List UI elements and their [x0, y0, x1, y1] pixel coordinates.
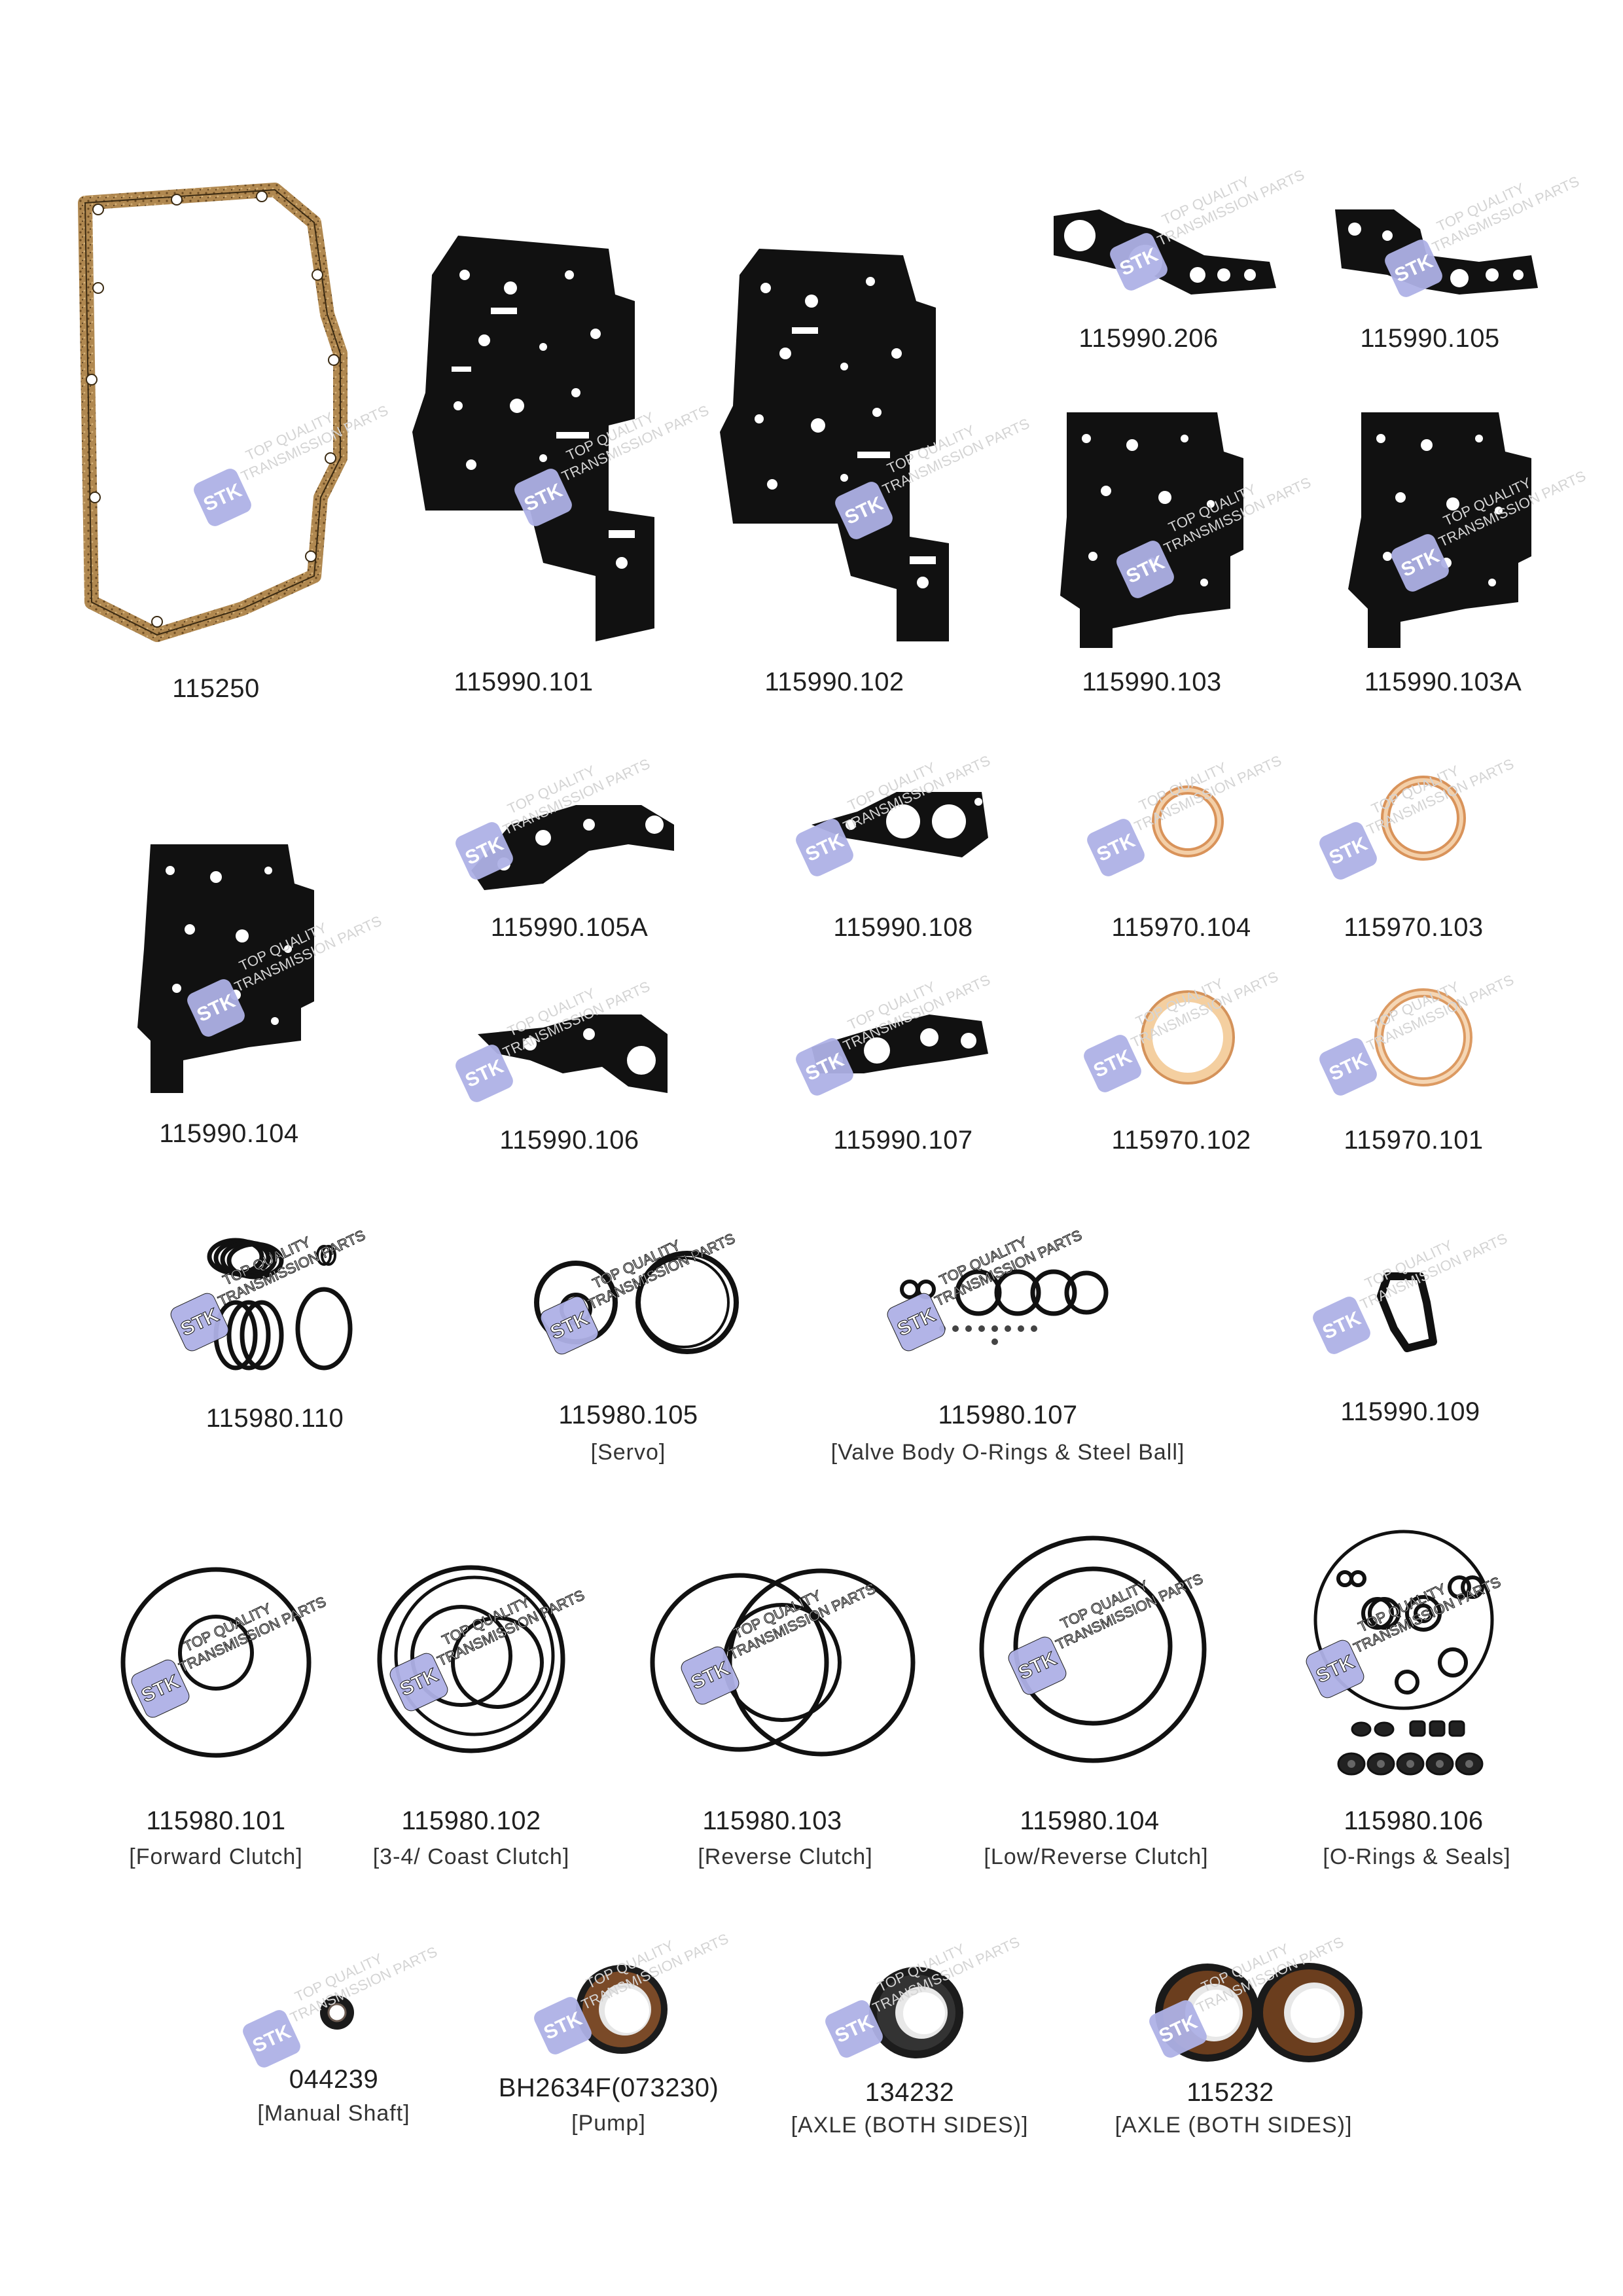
part-number: 115990.109	[1340, 1397, 1480, 1426]
part-description: [Reverse Clutch]	[698, 1844, 873, 1869]
part-description: [Pump]	[571, 2111, 646, 2136]
part-115990-102-plate-image	[720, 249, 1032, 641]
part-115980-102-coast-clutch-seals-image	[376, 1564, 588, 1754]
part-number: BH2634F(073230)	[498, 2073, 719, 2102]
part-number: 115980.101	[146, 1806, 286, 1835]
part-115250-gasket-image	[78, 183, 391, 642]
part-number: 115232	[1186, 2078, 1274, 2107]
part-number: 115990.105	[1360, 324, 1500, 353]
part-bh2634f-pump-seal-image	[530, 1930, 731, 2068]
part-134232-axle-seal-image	[818, 1933, 1022, 2075]
part-115980-106-orings-seals-image	[1303, 1525, 1505, 1793]
part-115990-108-gasket-image	[793, 752, 995, 879]
part-115990-106-gasket-image	[453, 978, 674, 1106]
part-115990-206-gasket-image	[1047, 166, 1307, 301]
part-description: [Servo]	[590, 1440, 666, 1465]
part-number: 115990.104	[159, 1119, 299, 1148]
part-115990-101-plate-image	[412, 236, 711, 641]
part-044239-manual-shaft-seal-image	[240, 1943, 440, 2070]
part-number: 115990.106	[499, 1126, 639, 1155]
part-number: 044239	[289, 2065, 379, 2094]
part-number: 115980.103	[702, 1806, 842, 1835]
part-number: 115980.107	[938, 1401, 1078, 1429]
part-number: 115990.107	[833, 1126, 973, 1155]
part-description: [AXLE (BOTH SIDES)]	[1115, 2113, 1353, 2138]
part-number: 115980.110	[205, 1404, 344, 1433]
part-number: 115980.106	[1344, 1806, 1484, 1835]
part-number: 115990.103A	[1364, 668, 1522, 696]
part-description: [AXLE (BOTH SIDES)]	[791, 2113, 1029, 2138]
part-number: 115250	[172, 674, 260, 703]
part-number: 115990.108	[833, 913, 973, 942]
part-115970-104-washer-image	[1084, 752, 1284, 879]
part-number: 115980.105	[558, 1401, 698, 1429]
part-115970-103-washer-image	[1317, 755, 1516, 882]
part-115980-104-low-reverse-clutch-seals-image	[975, 1532, 1211, 1767]
part-115232-axle-seals-image	[1139, 1933, 1374, 2075]
part-115980-110-rings-image	[168, 1226, 368, 1374]
part-115970-101-washer-image	[1317, 971, 1516, 1100]
part-description: [O-Rings & Seals]	[1323, 1844, 1511, 1869]
part-115980-107-orings-balls-image	[884, 1226, 1109, 1361]
part-115990-107-gasket-image	[793, 971, 995, 1100]
part-115990-104-plate-image	[137, 844, 384, 1093]
part-number: 115980.104	[1020, 1806, 1160, 1835]
part-115990-105-gasket-image	[1329, 173, 1582, 301]
part-number: 115980.102	[401, 1806, 541, 1835]
part-number: 115990.105A	[490, 913, 649, 942]
part-115990-105a-gasket-image	[453, 755, 674, 897]
part-number: 115990.101	[454, 668, 594, 696]
part-115990-103-plate-image	[1060, 412, 1313, 648]
part-number: 115970.104	[1111, 913, 1251, 942]
part-number: 115990.102	[764, 668, 904, 696]
part-115980-105-servo-seals-image	[517, 1229, 753, 1361]
part-description: [Manual Shaft]	[257, 2101, 410, 2126]
part-description: [Forward Clutch]	[129, 1844, 303, 1869]
part-115980-103-reverse-clutch-seals-image	[650, 1564, 919, 1761]
part-number: 115990.206	[1079, 324, 1219, 353]
part-number: 115970.102	[1111, 1126, 1251, 1155]
part-description: [Valve Body O-Rings & Steel Ball]	[830, 1440, 1185, 1465]
part-115970-102-washer-image	[1081, 968, 1281, 1100]
part-number: 115990.103	[1082, 668, 1222, 696]
part-number: 134232	[865, 2078, 955, 2107]
part-115980-101-forward-clutch-seals-image	[118, 1564, 329, 1761]
part-number: 115970.101	[1344, 1126, 1484, 1155]
part-description: [Low/Reverse Clutch]	[984, 1844, 1209, 1869]
part-115990-109-gasket-image	[1309, 1230, 1510, 1361]
part-description: [3-4/ Coast Clutch]	[372, 1844, 570, 1869]
part-115990-103a-plate-image	[1348, 412, 1588, 648]
part-number: 115970.103	[1344, 913, 1484, 942]
